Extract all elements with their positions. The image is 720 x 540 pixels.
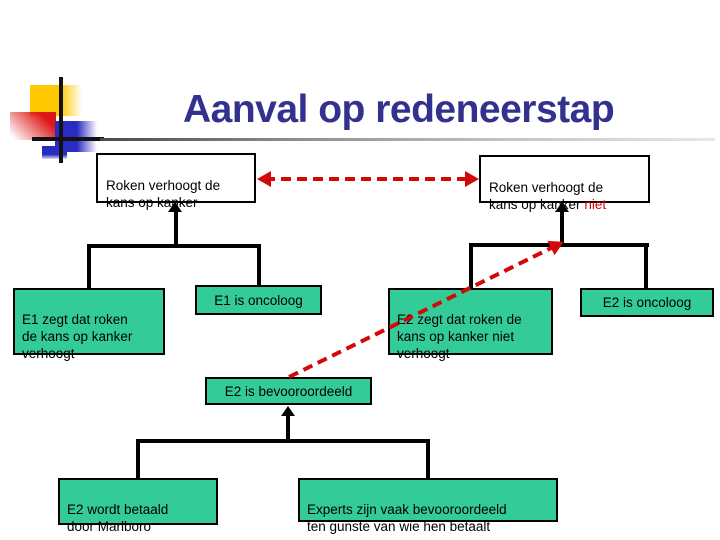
premise-experts-text: Experts zijn vaak bevooroordeeld ten gun… [307,502,507,534]
tree-line [469,243,649,247]
yellow-square-decoration [30,85,82,116]
backing-box-e2-oncoloog: E2 is oncoloog [580,288,714,317]
tree-line [469,243,473,288]
tree-line [286,415,290,442]
premise-box-marlboro: E2 wordt betaald door Marlboro [58,478,218,534]
premise-marlboro-text: E2 wordt betaald door Marlboro [67,502,169,534]
support-arrowhead-up-icon [168,202,182,212]
tree-line [426,439,430,478]
tree-line [136,439,430,443]
premise-e2-text: E2 zegt dat roken de kans op kanker niet… [397,312,522,361]
arrowhead-left-icon [257,171,271,187]
red-gradient-square-decoration [10,112,56,140]
premise-box-experts: Experts zijn vaak bevooroordeeld ten gun… [298,478,558,534]
slide-title: Aanval op redeneerstap [183,88,615,131]
claim-right-text: Roken verhoogt de kans op kanker [489,180,604,212]
claim-box-roken-verhoogt-niet: Roken verhoogt de kans op kanker niet [479,155,650,212]
dashed-line [265,177,471,181]
tree-line [87,244,91,290]
backing-e2-text: E2 is oncoloog [602,295,692,310]
conclusion-box-e2-bevooroordeeld: E2 is bevooroordeeld [205,377,372,405]
backing-e1-text: E1 is oncoloog [214,292,303,308]
tree-line [644,243,648,288]
backing-box-e1-oncoloog: E1 is oncoloog [195,285,322,315]
claim-box-roken-verhoogt: Roken verhoogt de kans op kanker [96,153,256,210]
tree-line [174,211,178,246]
horizontal-line-decoration [32,137,104,141]
arrowhead-icon [547,234,568,256]
tree-line [87,244,261,248]
tree-line [136,439,140,478]
claim-right-negation: niet [580,197,607,212]
support-arrowhead-up-icon [281,406,295,416]
tree-line [257,244,261,287]
premise-box-e1-zegt: E1 zegt dat roken de kans op kanker verh… [13,288,165,361]
conclusion-e2-bias-text: E2 is bevooroordeeld [224,383,353,399]
support-arrowhead-up-icon [555,202,569,212]
tree-line [560,211,564,244]
premise-e1-text: E1 zegt dat roken de kans op kanker verh… [22,312,133,361]
vertical-line-decoration [59,77,63,163]
arrowhead-right-icon [465,171,479,187]
claim-left-text: Roken verhoogt de kans op kanker [106,178,221,210]
attack-arrow-between-claims [257,171,479,187]
title-underline-rule [100,138,715,141]
blue-small-square-decoration [42,146,67,159]
